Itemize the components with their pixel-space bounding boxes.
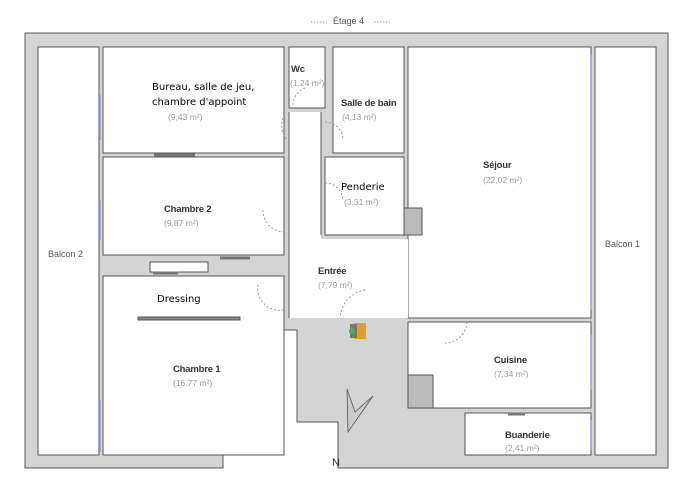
chimney-block (403, 207, 423, 236)
salle-de-bain-label: Salle de bain (341, 98, 397, 109)
dressing-rail (137, 316, 241, 321)
entree-label: Entrée (318, 266, 347, 277)
buanderie-label: Buanderie (505, 430, 550, 441)
chambre2-area: (9,87 m²) (164, 218, 199, 228)
chambre2-label: Chambre 2 (164, 204, 212, 215)
bureau-label-1: Bureau, salle de jeu, (152, 82, 255, 93)
closet-box (149, 261, 209, 273)
penderie-label: Penderie (341, 182, 385, 193)
room-bureau (102, 46, 285, 154)
cuisine-area: (7,34 m²) (494, 369, 529, 379)
door-swings (257, 87, 468, 344)
dressing-label: Dressing (157, 294, 201, 305)
penderie-area: (3,31 m²) (344, 197, 379, 207)
sliding-doors (153, 153, 525, 416)
entrance-door-icon (349, 323, 366, 339)
wc-area: (1,24 m²) (290, 78, 325, 88)
plan-title: Étage 4 (333, 16, 365, 26)
room-penderie (324, 156, 405, 236)
salle-de-bain-area: (4,13 m²) (342, 112, 377, 122)
room-balcon2 (37, 46, 100, 456)
chambre1-area: (16,77 m²) (173, 378, 213, 388)
room-chambre2 (102, 156, 285, 256)
entree-area (289, 239, 408, 318)
sejour-area: (22,02 m²) (483, 175, 523, 185)
compass-north-label: N (332, 457, 340, 469)
cuisine-label: Cuisine (494, 355, 527, 366)
room-balcon1 (594, 46, 657, 456)
room-wc (288, 46, 326, 109)
buanderie-area: (2,41 m²) (505, 443, 540, 453)
room-sejour (407, 46, 592, 319)
bureau-label-2: chambre d'appoint (152, 97, 247, 108)
windows (99, 55, 592, 452)
compass-icon (346, 388, 374, 434)
room-chambre1 (102, 275, 285, 456)
sejour-label: Séjour (483, 160, 512, 171)
room-cuisine (407, 321, 592, 409)
room-salle-de-bain (332, 46, 405, 154)
entree-area: (7,79 m²) (318, 280, 353, 290)
balcon1-label: Balcon 1 (605, 239, 641, 249)
room-buanderie (464, 412, 592, 456)
kitchen-block (407, 374, 434, 409)
chambre1-label: Chambre 1 (173, 364, 221, 375)
wc-label: Wc (291, 64, 305, 75)
bureau-area: (9,43 m²) (168, 112, 203, 122)
balcon2-label: Balcon 2 (48, 249, 84, 259)
